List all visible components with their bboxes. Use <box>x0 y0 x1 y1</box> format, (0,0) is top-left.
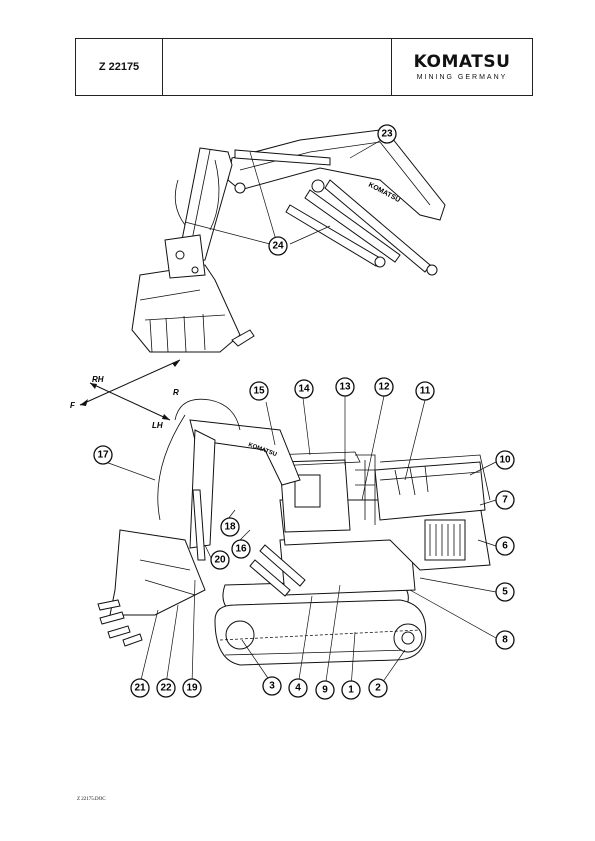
svg-text:17: 17 <box>97 450 109 461</box>
svg-text:16: 16 <box>235 544 247 555</box>
dir-f: F <box>70 401 76 410</box>
callout-2: 2 <box>368 678 388 698</box>
header-table: Z 22175 KOMATSU MINING GERMANY <box>75 38 533 96</box>
svg-text:3: 3 <box>269 681 275 692</box>
svg-text:8: 8 <box>502 635 508 646</box>
callout-8: 8 <box>495 630 515 650</box>
svg-text:22: 22 <box>160 683 172 694</box>
svg-text:15: 15 <box>253 386 265 397</box>
callout-21: 21 <box>130 678 150 698</box>
svg-text:9: 9 <box>322 685 328 696</box>
svg-text:13: 13 <box>339 382 351 393</box>
svg-text:7: 7 <box>502 495 508 506</box>
callout-12: 12 <box>374 377 394 397</box>
svg-text:21: 21 <box>134 683 146 694</box>
document-code: Z 22175 <box>76 39 163 95</box>
svg-text:19: 19 <box>186 683 198 694</box>
callout-19: 19 <box>182 678 202 698</box>
svg-text:20: 20 <box>214 555 226 566</box>
callout-10: 10 <box>495 450 515 470</box>
header-blank-cell <box>163 39 392 95</box>
svg-text:12: 12 <box>378 382 390 393</box>
callout-1: 1 <box>341 680 361 700</box>
callout-13: 13 <box>335 377 355 397</box>
komatsu-logo: KOMATSU MINING GERMANY <box>392 39 532 95</box>
logo-wordmark: KOMATSU <box>413 51 511 72</box>
callout-7: 7 <box>495 490 515 510</box>
callout-16: 16 <box>231 539 251 559</box>
callout-3: 3 <box>262 676 282 696</box>
logo-subtitle: MINING GERMANY <box>416 73 508 81</box>
svg-text:23: 23 <box>381 129 393 140</box>
svg-text:4: 4 <box>295 683 301 694</box>
callout-6: 6 <box>495 536 515 556</box>
dir-lh: LH <box>152 421 163 430</box>
direction-indicator: RH R F LH <box>70 359 181 430</box>
callout-17: 17 <box>93 445 113 465</box>
callout-24: 24 <box>268 236 288 256</box>
callout-4: 4 <box>288 678 308 698</box>
svg-text:5: 5 <box>502 587 508 598</box>
callout-15: 15 <box>249 381 269 401</box>
dir-rh: RH <box>92 375 104 384</box>
callout-5: 5 <box>495 582 515 602</box>
callout-20: 20 <box>210 550 230 570</box>
callout-22: 22 <box>156 678 176 698</box>
footer-filename: Z 22175.DOC <box>77 797 106 802</box>
dir-r: R <box>173 388 179 397</box>
svg-text:18: 18 <box>224 522 236 533</box>
callout-14: 14 <box>294 379 314 399</box>
excavator-drawing: KOMATSU <box>97 398 491 666</box>
svg-text:1: 1 <box>348 685 354 696</box>
svg-text:6: 6 <box>502 541 508 552</box>
callout-23: 23 <box>377 124 397 144</box>
svg-text:11: 11 <box>420 386 431 397</box>
callout-18: 18 <box>220 517 240 537</box>
backhoe-attachment-drawing: KOMATSU <box>131 129 446 353</box>
svg-text:24: 24 <box>272 241 284 252</box>
svg-text:2: 2 <box>375 683 381 694</box>
svg-text:14: 14 <box>298 384 310 395</box>
svg-text:10: 10 <box>499 455 511 466</box>
callout-9: 9 <box>315 680 335 700</box>
callout-11: 11 <box>415 381 435 401</box>
